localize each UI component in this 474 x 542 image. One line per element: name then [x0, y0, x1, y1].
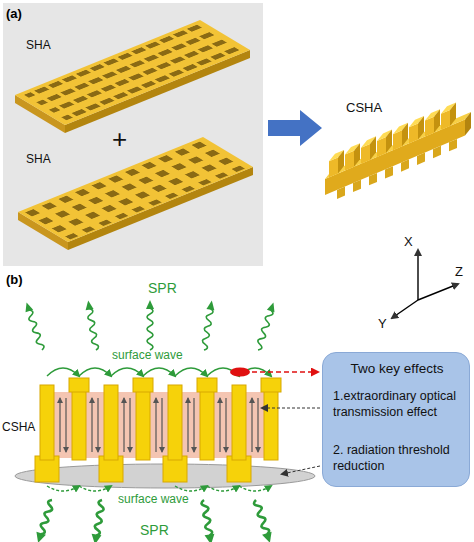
label-text: SHA: [26, 152, 51, 166]
sha-plate: [15, 20, 250, 133]
box-item: 2. radiation threshold reduction: [333, 443, 465, 474]
leader-lines: [262, 408, 320, 474]
surface-wave-arcs: [47, 368, 271, 376]
spr-waves: [23, 300, 278, 351]
box-heading: Two key effects: [323, 361, 471, 378]
csha-cross-section: [35, 378, 281, 482]
effects-box: Two key effects 1.extraordinary optical t…: [322, 352, 470, 487]
label-text: (b): [6, 272, 23, 288]
electron-beam: [230, 368, 318, 377]
label-text: CSHA: [346, 100, 382, 116]
box-item: 1.extraordinary optical transmission eff…: [333, 389, 465, 420]
label-text: surface wave: [118, 492, 189, 506]
label-text: Z: [455, 264, 463, 280]
label-text: +: [112, 124, 127, 155]
label-text: SHA: [26, 38, 51, 52]
label-text: surface wave: [112, 348, 183, 362]
label-text: SPR: [140, 522, 169, 539]
panel-background: [3, 3, 263, 266]
label-text: CSHA: [2, 420, 35, 434]
axes: [392, 250, 458, 318]
csha-structure: [325, 96, 471, 204]
surface-wave-arcs: [47, 486, 271, 491]
label-text: SPR: [148, 280, 177, 297]
label-text: Y: [378, 316, 387, 332]
sha-plate: [18, 137, 253, 250]
combine-arrow: [268, 110, 322, 146]
label-text: (a): [6, 6, 22, 22]
label-text: X: [404, 234, 413, 250]
